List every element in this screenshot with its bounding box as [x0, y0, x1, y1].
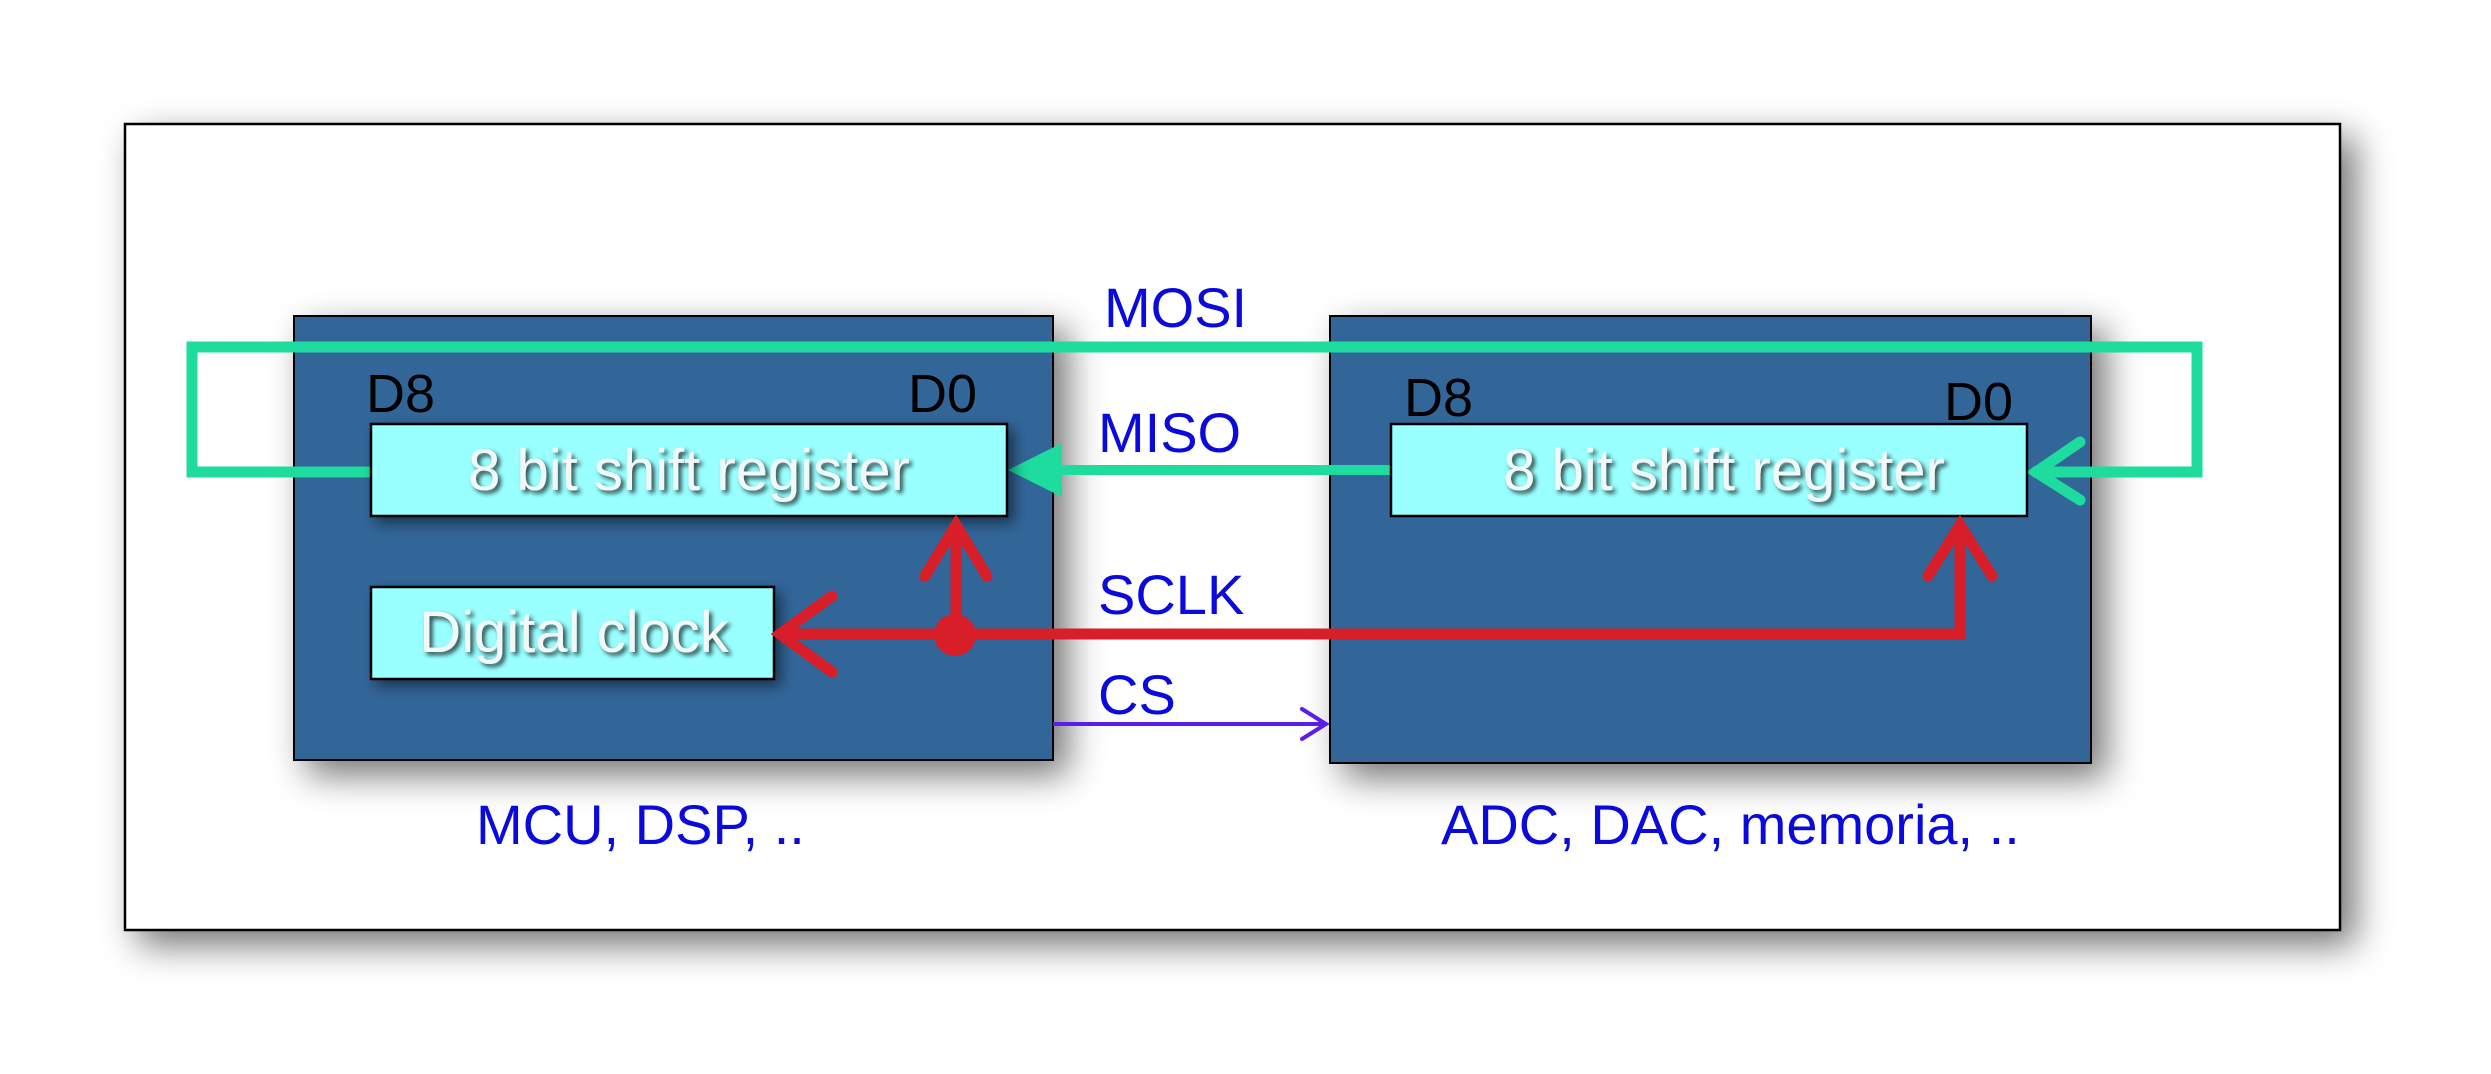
miso-arrow-head	[1008, 443, 1062, 497]
slave-d0-label: D0	[1944, 372, 2013, 432]
master-d8-label: D8	[366, 364, 435, 424]
cs-arrow-head	[1300, 707, 1330, 741]
slave-shift-register	[1389, 422, 2029, 518]
mosi-arrow-head	[2026, 436, 2086, 506]
sclk-arrow-to-slave-register	[1922, 514, 1998, 582]
mosi-label: MOSI	[1104, 276, 1247, 339]
sclk-arrow-to-master-register	[919, 514, 993, 582]
slave-caption: ADC, DAC, memoria, ..	[1441, 793, 2020, 856]
master-device-box	[293, 315, 1054, 761]
sclk-junction-dot	[934, 614, 976, 656]
sclk-line	[784, 525, 1966, 640]
master-d0-label: D0	[908, 364, 977, 424]
master-register-label: 8 bit shift register	[468, 438, 910, 503]
miso-label: MISO	[1098, 401, 1241, 464]
master-caption: MCU, DSP, ..	[476, 793, 805, 856]
slave-d8-label: D8	[1404, 368, 1473, 428]
cs-label: CS	[1098, 663, 1176, 726]
mosi-line	[186, 341, 2203, 478]
digital-clock-box	[369, 585, 776, 681]
sclk-arrow-to-clock	[770, 590, 838, 678]
digital-clock-label: Digital clock	[419, 600, 729, 665]
sclk-label: SCLK	[1098, 563, 1244, 626]
slave-register-label: 8 bit shift register	[1503, 438, 1945, 503]
master-shift-register	[369, 422, 1009, 518]
